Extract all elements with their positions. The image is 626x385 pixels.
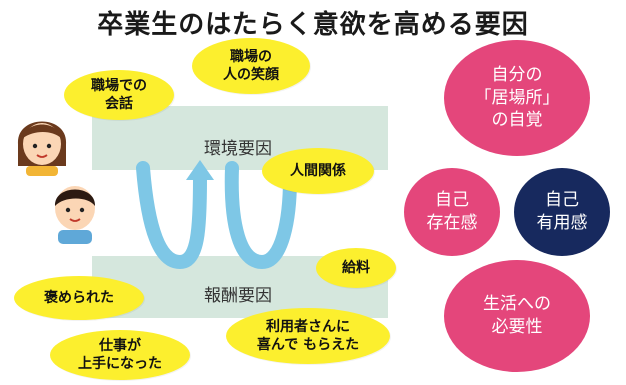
bubble-user-happy: 利用者さんに 喜んで もらえた bbox=[226, 308, 390, 364]
reward-factor-label: 報酬要因 bbox=[204, 286, 272, 306]
bubble-workplace-smile: 職場の 人の笑顔 bbox=[192, 38, 310, 94]
woman-avatar-icon bbox=[17, 121, 67, 176]
circle-life-necessity: 生活への 必要性 bbox=[444, 260, 590, 372]
circle-self-presence: 自己 存在感 bbox=[404, 168, 500, 256]
man-avatar-icon bbox=[54, 186, 96, 244]
bubble-workplace-talk: 職場での 会話 bbox=[64, 70, 174, 120]
bubble-praised: 褒められた bbox=[14, 276, 144, 320]
circle-belonging: 自分の 「居場所」 の自覚 bbox=[444, 40, 590, 156]
diagram-title: 卒業生のはたらく意欲を高める要因 bbox=[97, 10, 529, 40]
right-arrow-loop bbox=[224, 161, 297, 270]
left-arrow-loop bbox=[136, 161, 207, 270]
environment-factor-label: 環境要因 bbox=[204, 139, 272, 159]
circle-self-usefulness: 自己 有用感 bbox=[514, 168, 610, 256]
up-arrow-head-icon bbox=[186, 160, 214, 180]
bubble-relationships: 人間関係 bbox=[262, 148, 374, 194]
bubble-skilled: 仕事が 上手になった bbox=[50, 330, 190, 380]
bubble-salary: 給料 bbox=[316, 248, 396, 288]
